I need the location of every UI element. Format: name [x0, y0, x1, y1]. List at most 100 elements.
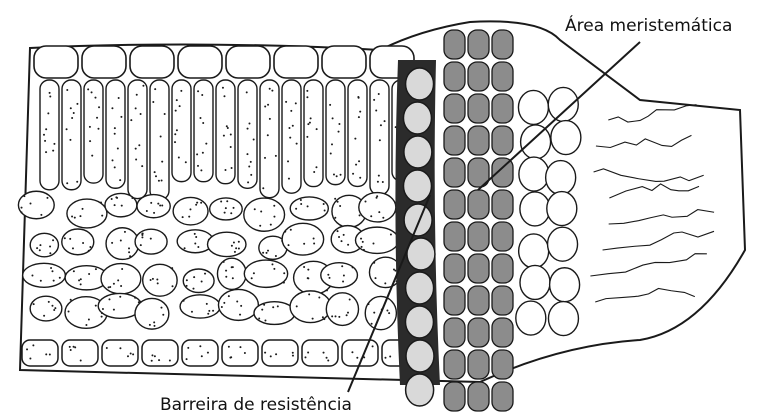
chloroplast-dot — [69, 238, 71, 240]
parenchyma-cell — [548, 227, 578, 261]
meristem-cell — [444, 62, 465, 91]
chloroplast-dot — [113, 309, 115, 311]
chloroplast-dot — [23, 195, 25, 197]
chloroplast-dot — [337, 230, 339, 232]
chloroplast-dot — [304, 356, 306, 358]
chloroplast-dot — [239, 314, 241, 316]
chloroplast-dot — [108, 286, 110, 288]
meristem-cell — [468, 190, 489, 219]
chloroplast-dot — [152, 278, 154, 280]
palisade-cell — [62, 80, 81, 190]
chloroplast-dot — [87, 88, 89, 90]
chloroplast-dot — [53, 143, 55, 145]
chloroplast-dot — [68, 310, 70, 312]
chloroplast-dot — [212, 310, 214, 312]
chloroplast-dot — [43, 134, 45, 136]
lower-epidermis-cell — [102, 340, 138, 366]
chloroplast-dot — [157, 282, 159, 284]
chloroplast-dot — [229, 357, 231, 359]
chloroplast-dot — [49, 354, 51, 356]
chloroplast-dot — [306, 136, 308, 138]
chloroplast-dot — [130, 119, 132, 121]
chloroplast-dot — [89, 126, 91, 128]
chloroplast-dot — [176, 129, 178, 131]
necrotic-wall — [609, 210, 714, 224]
chloroplast-dot — [79, 215, 81, 217]
chloroplast-dot — [386, 309, 388, 311]
parenchyma-cell — [550, 268, 580, 302]
chloroplast-dot — [135, 158, 137, 160]
meristem-cell — [468, 62, 489, 91]
chloroplast-dot — [230, 212, 232, 214]
chloroplast-dot — [318, 297, 320, 299]
meristem-cell — [444, 30, 465, 59]
chloroplast-dot — [223, 135, 225, 137]
chloroplast-dot — [162, 314, 164, 316]
chloroplast-dot — [231, 167, 233, 169]
chloroplast-dot — [248, 166, 250, 168]
chloroplast-dot — [29, 358, 31, 360]
chloroplast-dot — [127, 355, 129, 357]
chloroplast-dot — [363, 249, 365, 251]
meristem-cell — [444, 318, 465, 347]
meristem-cell — [444, 158, 465, 187]
chloroplast-dot — [326, 357, 328, 359]
chloroplast-dot — [138, 301, 140, 303]
chloroplast-dot — [250, 161, 252, 163]
chloroplast-dot — [378, 211, 380, 213]
chloroplast-dot — [351, 351, 353, 353]
chloroplast-dot — [150, 238, 152, 240]
chloroplast-dot — [340, 174, 342, 176]
chloroplast-dot — [225, 276, 227, 278]
lower-epidermis-cell — [62, 340, 98, 366]
parenchyma-cell — [520, 192, 550, 226]
chloroplast-dot — [312, 318, 314, 320]
chloroplast-dot — [200, 169, 202, 171]
chloroplast-dot — [192, 288, 194, 290]
chloroplast-dot — [161, 204, 163, 206]
lower-epidermis — [22, 340, 418, 366]
meristem-label: Área meristemática — [565, 14, 732, 36]
chloroplast-dot — [135, 148, 137, 150]
chloroplast-dot — [124, 231, 126, 233]
chloroplast-dot — [372, 242, 374, 244]
chloroplast-dot — [201, 281, 203, 283]
chloroplast-dot — [39, 244, 41, 246]
chloroplast-dot — [141, 236, 143, 238]
chloroplast-dot — [287, 160, 289, 162]
chloroplast-dot — [69, 346, 71, 348]
chloroplast-dot — [303, 266, 305, 268]
chloroplast-dot — [261, 309, 263, 311]
chloroplast-dot — [94, 97, 96, 99]
chloroplast-dot — [32, 344, 34, 346]
chloroplast-dot — [273, 268, 275, 270]
chloroplast-dot — [313, 171, 315, 173]
chloroplast-dot — [223, 95, 225, 97]
chloroplast-dot — [332, 117, 334, 119]
chloroplast-dot — [46, 197, 48, 199]
chloroplast-dot — [223, 302, 225, 304]
chloroplast-dot — [31, 274, 33, 276]
chloroplast-dot — [329, 104, 331, 106]
chloroplast-dot — [101, 312, 103, 314]
chloroplast-dot — [120, 116, 122, 118]
chloroplast-dot — [111, 107, 113, 109]
parenchyma-cell — [548, 87, 578, 121]
chloroplast-dot — [222, 87, 224, 89]
chloroplast-dot — [152, 101, 154, 103]
chloroplast-dot — [157, 203, 159, 205]
meristem-cell — [444, 222, 465, 251]
chloroplast-dot — [206, 303, 208, 305]
chloroplast-dot — [111, 242, 113, 244]
chloroplast-dot — [323, 318, 325, 320]
palisade-cell — [128, 80, 147, 199]
spongy-cell — [173, 197, 208, 225]
chloroplast-dot — [361, 246, 363, 248]
chloroplast-dot — [240, 305, 242, 307]
chloroplast-dot — [358, 160, 360, 162]
barrier-cell — [406, 272, 434, 304]
chloroplast-dot — [73, 112, 75, 114]
chloroplast-dot — [73, 346, 75, 348]
chloroplast-dot — [54, 307, 56, 309]
chloroplast-dot — [182, 216, 184, 218]
